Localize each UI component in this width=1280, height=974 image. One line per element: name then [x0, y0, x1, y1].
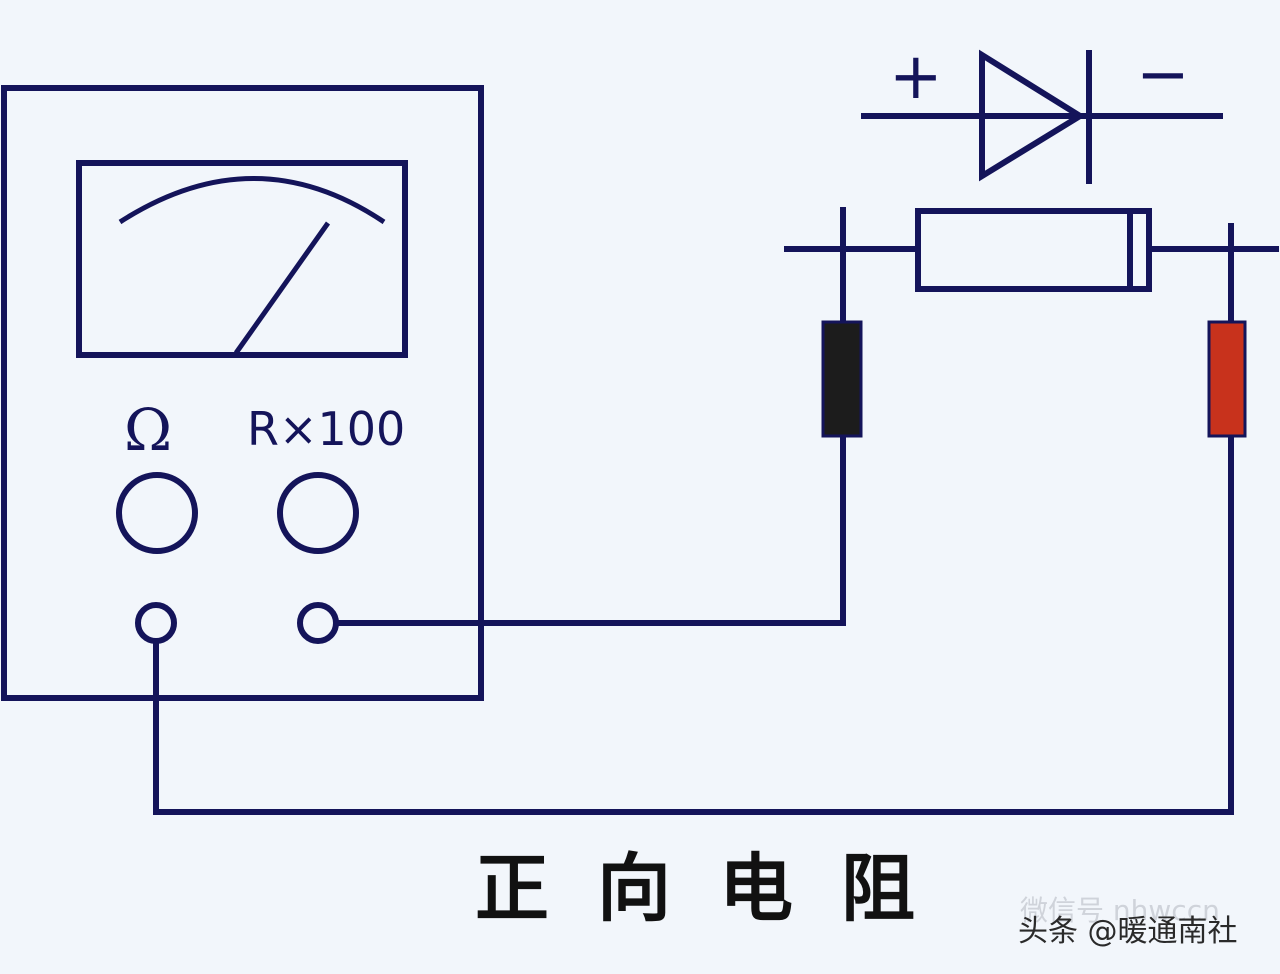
range-knob[interactable] [277, 472, 359, 554]
red-probe-wire [153, 433, 1234, 815]
caption-forward-resistance: 正向电阻 [475, 846, 963, 932]
watermark-main: 头条 @暖通南社 [1018, 914, 1238, 949]
diode-symbol-triangle [979, 49, 1086, 182]
watermark-faint: 微信号 nhwccn [1020, 894, 1220, 927]
ohm-symbol-label: Ω [124, 396, 172, 464]
meter-scale-arc [118, 176, 386, 225]
cathode-minus-sign: − [1136, 38, 1190, 112]
anode-plus-sign: + [889, 40, 943, 114]
function-knob[interactable] [116, 472, 198, 554]
red-probe[interactable] [1207, 320, 1247, 438]
meter-needle [233, 221, 331, 355]
black-probe-wire [333, 433, 846, 626]
multimeter-body [1, 85, 484, 701]
meter-display-window [76, 160, 408, 358]
diode-body [915, 208, 1152, 292]
range-label: R×100 [247, 402, 405, 456]
positive-terminal[interactable] [297, 602, 339, 644]
com-terminal[interactable] [135, 602, 177, 644]
black-probe[interactable] [821, 320, 863, 438]
